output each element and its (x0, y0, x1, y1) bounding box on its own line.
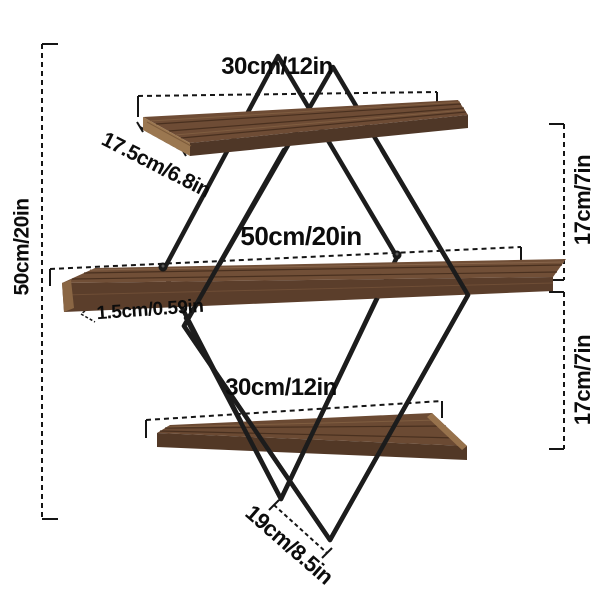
wall-mount-left (158, 262, 168, 272)
dim-bottom-width-label: 30cm/12in (225, 374, 337, 401)
dim-line-upper-height (549, 123, 565, 281)
dimension-lines (41, 43, 565, 559)
dim-line-lower-height (549, 291, 565, 450)
wall-mount-right (392, 250, 402, 260)
dim-lower-height-label: 17cm/7in (570, 334, 595, 426)
dim-line-overall-height (41, 43, 58, 520)
dim-top-width-label: 30cm/12in (221, 53, 333, 80)
wire-frame-front (181, 147, 471, 543)
top-shelf (143, 100, 468, 156)
dim-overall-height-label: 50cm/20in (10, 198, 34, 296)
dim-line-bottom-depth (268, 499, 333, 559)
dim-upper-height-label: 17cm/7in (570, 154, 595, 246)
dim-middle-width-label: 50cm/20in (240, 221, 362, 251)
middle-shelf (62, 259, 566, 312)
dim-line-bottom-width (145, 400, 443, 438)
